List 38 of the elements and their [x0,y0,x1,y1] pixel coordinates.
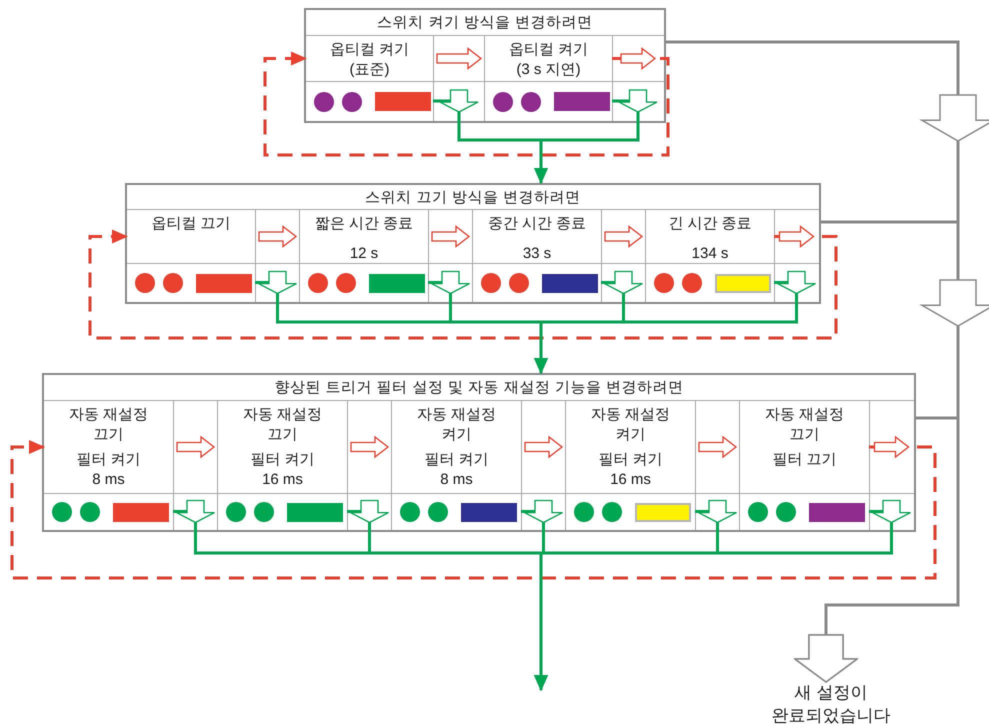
option-label: 33 s [522,244,552,263]
option-label: 짧은 시간 종료 [314,214,414,234]
option-label: 134 s [692,244,728,263]
step-panel [42,373,916,532]
connector [534,500,912,691]
connector [534,89,658,184]
option-label: 자동 재설정 끄기 [242,405,324,444]
hollow-arrow [524,436,564,458]
option-label: 긴 시간 종료 [668,214,752,234]
option-label: 중간 시간 종료 [488,214,586,234]
option-label: 필터 켜기 8 ms [423,450,490,489]
hollow-arrow [431,225,470,248]
hollow-arrow [176,436,216,458]
option-label: 필터 켜기 8 ms [75,450,142,489]
option-label: 자동 재설정 켜기 [416,405,498,444]
hollow-arrow [436,47,482,70]
option-label: 12 s [350,244,378,263]
option-label: 옵티컬 켜기 (표준) [328,40,410,79]
panel-title: 스위치 끄기 방식을 변경하려면 [365,188,581,206]
hollow-arrow [604,225,644,248]
step-panel [304,8,666,123]
option-label: 자동 재설정 끄기 [68,405,150,444]
step-panel [125,183,821,304]
result-text: 새 설정이 완료되었습니다 [768,682,894,726]
option-label: 필터 켜기 16 ms [249,450,316,489]
option-label: 자동 재설정 켜기 [590,405,672,444]
hollow-arrow [258,225,298,248]
option-label: 옵티컬 끄기 [151,214,231,234]
panel-title: 향상된 트리거 필터 설정 및 자동 재설정 기능을 변경하려면 [274,378,684,397]
option-label: 옵티컬 켜기 (3 s 지연) [508,40,590,79]
option-label: 자동 재설정 끄기 [764,405,846,444]
connector [794,416,960,683]
option-label: 필터 끄기 [772,450,837,470]
hollow-arrow [698,436,738,458]
option-label: 필터 켜기 16 ms [597,450,664,489]
hollow-arrow [350,436,390,458]
panel-title: 스위치 켜기 방식을 변경하려면 [377,13,593,32]
connector [534,270,816,374]
